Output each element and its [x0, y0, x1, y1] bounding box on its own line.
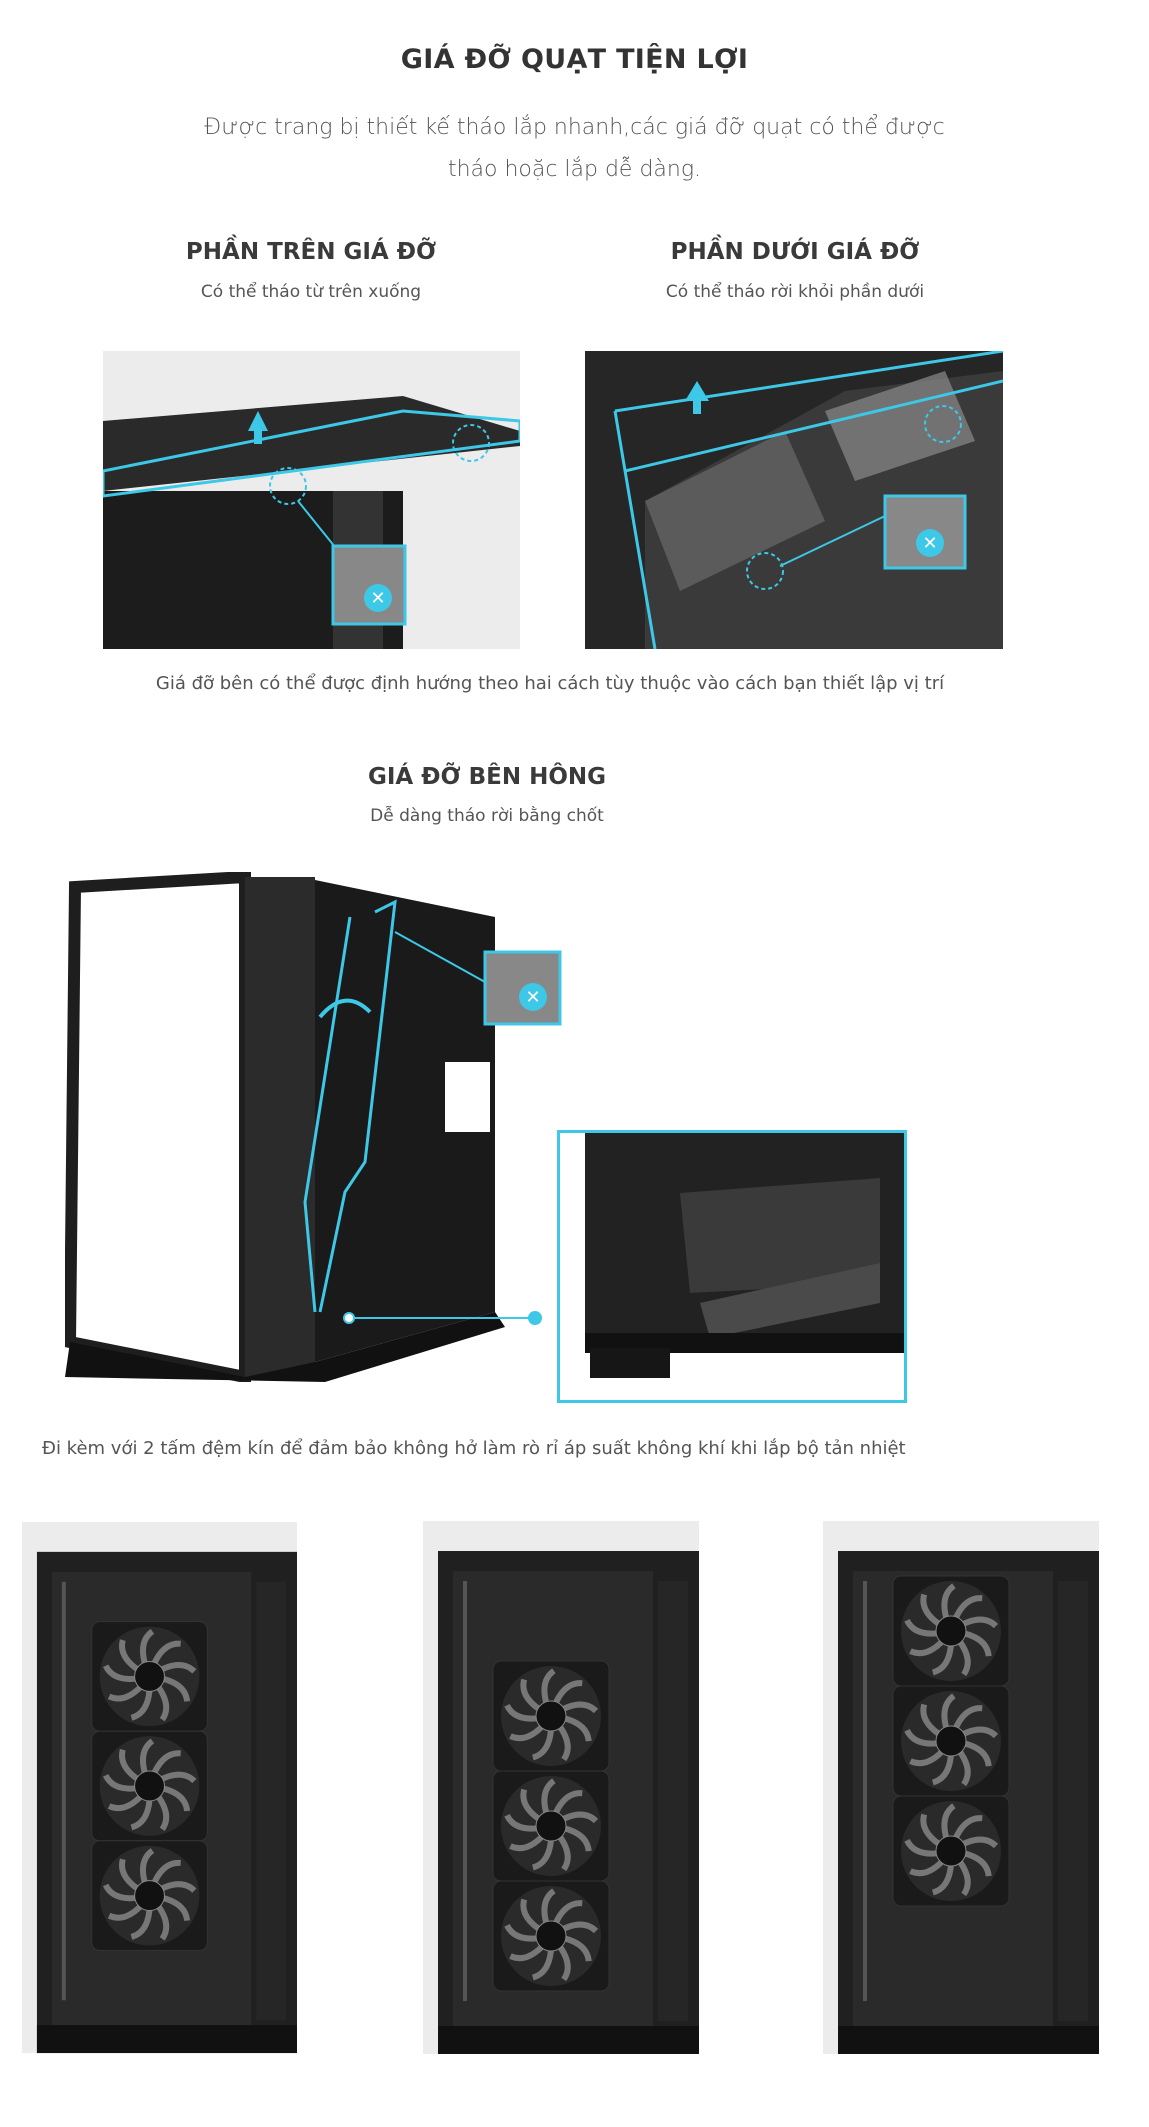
orientation-caption: Giá đỡ bên có thể được định hướng theo h… [155, 673, 945, 694]
fan-icon [892, 1685, 1010, 1797]
side-bracket-case-image: ✕ [65, 872, 575, 1382]
fan-position-high-image [823, 1521, 1099, 2054]
side-bracket-heading: GIÁ ĐỠ BÊN HÔNG [367, 764, 607, 790]
fan-position-low-image [22, 1521, 297, 2054]
bottom-bracket-subheading: Có thể tháo rời khỏi phần dưới [665, 282, 925, 302]
side-bracket-subheading: Dễ dàng tháo rời bằng chốt [370, 806, 604, 826]
fan-icon [91, 1621, 208, 1732]
description-line-2: tháo hoặc lắp dễ dàng. [447, 157, 702, 182]
top-bracket-subheading: Có thể tháo từ trên xuống [200, 282, 422, 302]
svg-text:✕: ✕ [370, 588, 385, 609]
section-description: Được trang bị thiết kế tháo lắp nhanh,cá… [0, 107, 1149, 191]
bottom-bracket-heading: PHẦN DƯỚI GIÁ ĐỠ [670, 239, 920, 265]
bottom-bracket-image: ✕ [585, 351, 1003, 649]
fan-icon [91, 1730, 208, 1842]
description-line-1: Được trang bị thiết kế tháo lắp nhanh,cá… [204, 115, 945, 140]
fan-icon [492, 1660, 610, 1772]
svg-text:✕: ✕ [525, 987, 540, 1008]
fan-icon [492, 1880, 610, 1992]
fan-position-middle-image [423, 1521, 699, 2054]
section-title: GIÁ ĐỠ QUẠT TIỆN LỢI [400, 44, 749, 75]
svg-text:✕: ✕ [922, 533, 937, 554]
top-bracket-image: ✕ [103, 351, 520, 649]
fan-icon [892, 1575, 1010, 1687]
seal-caption: Đi kèm với 2 tấm đệm kín để đảm bảo khôn… [42, 1438, 906, 1459]
fan-icon [91, 1840, 208, 1951]
fan-icon [892, 1795, 1010, 1907]
fan-icon [492, 1770, 610, 1882]
top-bracket-heading: PHẦN TRÊN GIÁ ĐỠ [185, 239, 437, 265]
seal-detail-inset [557, 1130, 907, 1403]
